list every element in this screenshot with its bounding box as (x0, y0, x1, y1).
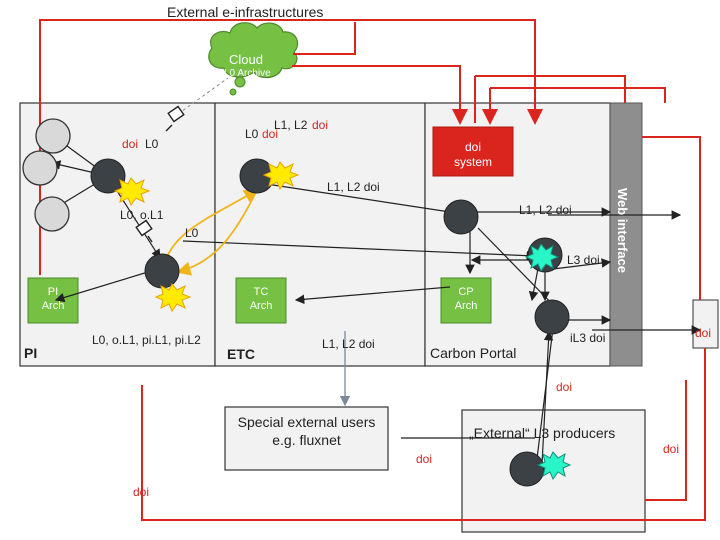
special-users-box (224, 406, 389, 471)
pi-lower-node (144, 253, 180, 289)
etc-doi-a-label: doi (262, 127, 279, 141)
cloud-shape (208, 22, 299, 79)
external-infrastructures-title: External e-infrastructures (167, 4, 324, 20)
yellow-burst-pi (113, 177, 151, 207)
cp-il3-node (534, 299, 570, 335)
pi-name-label: PI (24, 345, 38, 361)
cyan-burst-cp (524, 243, 560, 273)
pi-l0-mid-label: L0 (185, 226, 199, 240)
cloud-dashed-line (177, 77, 229, 115)
cp-l3-doi-label: L3 doi (567, 253, 600, 267)
etc-l0-label: L0 (245, 127, 259, 141)
below-cp-doi-label: doi (556, 380, 573, 394)
yellow-arrow-up (164, 189, 259, 263)
cyan-burst-external (536, 451, 572, 481)
station-node-1 (35, 118, 71, 154)
tc-arch-label: TC Arch (249, 286, 273, 312)
external-l3-label: „External“ L3 producers (469, 425, 616, 441)
pi-arch-label: PI Arch (41, 286, 65, 312)
doi-system-label: doi system (453, 140, 492, 169)
cp-l1l2-doi-label: L1, L2 doi (519, 203, 572, 217)
carbon-portal-label: Carbon Portal (430, 345, 517, 361)
cp-il3-doi-label: iL3 doi (570, 331, 606, 345)
cloud-sublabel: L0 Archive (224, 68, 271, 79)
etc-output-label: L1, L2 doi (322, 337, 375, 351)
yellow-burst-etc (262, 161, 300, 191)
external-l3-node (509, 451, 545, 487)
pi-doi-label: doi (122, 137, 139, 151)
etc-l1l2-label: L1, L2 (274, 118, 308, 132)
cloud-bubble-small (229, 88, 237, 96)
cloud-bubble-large (234, 76, 246, 88)
special-users-label: Special external users e.g. fluxnet (237, 414, 376, 448)
bottom-center-doi-label: doi (416, 452, 433, 466)
pi-arch-box (27, 277, 79, 324)
web-interface-label: Web interface (615, 188, 630, 274)
right-doi-box (692, 299, 719, 349)
etc-doi-b-label: doi (312, 118, 329, 132)
yellow-arrow-down (176, 189, 258, 276)
bottom-left-doi-label: doi (133, 485, 150, 499)
plug-icon-top (165, 105, 185, 132)
right-box-doi-label: doi (695, 326, 712, 340)
right-lower-doi-label: doi (663, 442, 680, 456)
cp-arch-label: CP Arch (454, 286, 478, 312)
pi-output-label: L0, o.L1, pi.L1, pi.L2 (92, 333, 201, 347)
cp-arch-box (440, 277, 492, 324)
cp-node (443, 199, 479, 235)
black-arrows (50, 134, 702, 469)
station-node-2 (22, 150, 58, 186)
etc-container (214, 102, 426, 367)
plug-icon-mid (135, 219, 153, 243)
pi-processing-node (90, 158, 126, 194)
tc-arch-box (235, 277, 287, 324)
cloud-label: Cloud (229, 52, 263, 67)
yellow-burst-pi-lower (154, 283, 192, 313)
station-node-3 (34, 196, 70, 232)
pi-flows-label: L0, o.L1 (120, 208, 164, 222)
pi-l0-label: L0 (145, 137, 159, 151)
doi-system-box (432, 126, 514, 177)
etc-name-label: ETC (227, 346, 255, 362)
etc-flow-right-label: L1, L2 doi (327, 180, 380, 194)
